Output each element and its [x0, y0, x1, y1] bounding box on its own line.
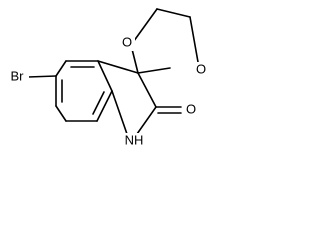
bond-br-c5: [27, 75, 57, 78]
bond-ch2-ch2: [156, 8, 191, 18]
bond-aromatic-inner-2: [92, 91, 105, 115]
chemical-structure-diagram: Br O O O NH: [5, 8, 209, 149]
oxygen-carbonyl-label: O: [186, 101, 196, 116]
bond-benzene-1: [55, 60, 67, 77]
oxygen-ring-left-label: O: [122, 34, 132, 49]
nh-label-mask: [121, 133, 147, 149]
bond-ch2-o-right: [189, 16, 199, 63]
bond-c2-n1: [136, 106, 157, 135]
bond-c3a-c3: [97, 60, 139, 74]
br-label-mask: [5, 69, 29, 85]
bromine-label: Br: [11, 68, 25, 83]
bonds: [27, 8, 199, 135]
bond-benzene-4: [96, 90, 113, 122]
nitrogen-label: NH: [125, 132, 144, 147]
bond-n1-c7a: [111, 90, 128, 135]
oxygen-ring-right-label: O: [196, 61, 206, 76]
o-carbonyl-label-mask: [183, 102, 199, 118]
bond-o-left-ch2: [130, 8, 158, 46]
bond-c3-c2: [137, 72, 157, 108]
atoms: Br O O O NH: [5, 34, 209, 149]
bond-c3-o-right: [137, 67, 171, 74]
bond-benzene-3: [97, 60, 113, 92]
o-right-label-mask: [193, 62, 209, 78]
bond-benzene-6: [55, 105, 67, 122]
o-left-label-mask: [119, 35, 135, 51]
